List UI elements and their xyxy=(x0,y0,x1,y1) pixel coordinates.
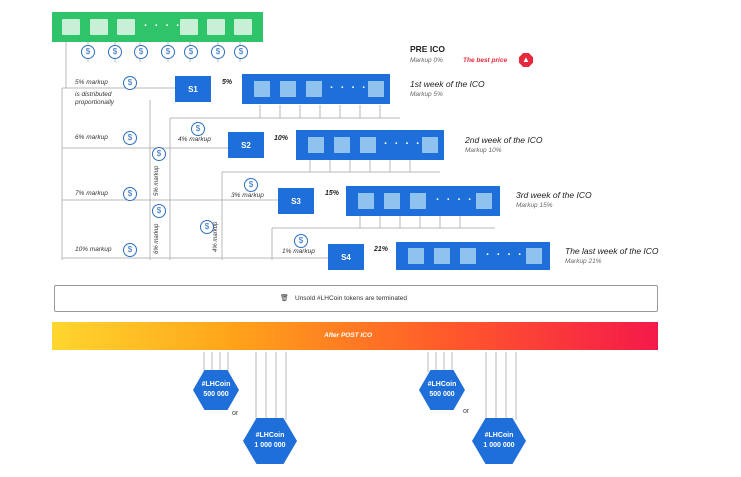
stage-side-markup: 4% markup xyxy=(178,136,211,143)
dollar-coin-icon: $ xyxy=(200,220,214,234)
dollar-coin-icon: $ xyxy=(294,234,308,248)
token-square xyxy=(90,19,108,35)
post-ico-label: After POST ICO xyxy=(324,332,373,339)
stage-token-row: · · · · xyxy=(346,186,500,216)
token-square xyxy=(207,19,225,35)
stage-token-row: · · · · xyxy=(396,242,550,270)
stage-pct: 15% xyxy=(325,190,340,197)
dollar-coin-icon: $ xyxy=(81,45,95,59)
token-square xyxy=(117,19,135,35)
dollar-coin-icon: $ xyxy=(184,45,198,59)
stage-box-s1: S1 xyxy=(175,76,211,102)
dollar-coin-icon: $ xyxy=(108,45,122,59)
or-label: or xyxy=(463,408,470,415)
or-label: or xyxy=(232,410,239,417)
token-square xyxy=(62,19,80,35)
stage-title: 1st week of the ICO xyxy=(410,79,485,89)
vertical-markup-label: 5% markup xyxy=(154,165,160,196)
dollar-coin-icon: $ xyxy=(191,122,205,136)
stage-markup: Markup 21% xyxy=(565,258,602,265)
pre-ico-markup: Markup 0% xyxy=(410,57,443,64)
stage-pct: 10% xyxy=(274,135,289,142)
dollar-coin-icon: $ xyxy=(123,243,137,257)
stage-side-markup: 3% markup xyxy=(231,192,264,199)
post-ico-bar: After POST ICO xyxy=(52,322,658,350)
pre-ico-title: PRE ICO xyxy=(410,44,445,54)
terminated-text: Unsold #LHCoin tokens are terminated xyxy=(295,295,408,302)
pre-ico-token-bar: · · · · xyxy=(52,12,263,42)
ellipsis: · · · · xyxy=(144,20,182,32)
terminated-box: 🗑 Unsold #LHCoin tokens are terminated xyxy=(54,285,658,312)
left-markup-label: 10% markup xyxy=(75,246,112,253)
left-markup-label: 7% markup xyxy=(75,190,108,197)
dollar-coin-icon: $ xyxy=(123,131,137,145)
stage-box-s3: S3 xyxy=(278,188,314,214)
stage-side-markup: 1% markup xyxy=(282,248,315,255)
dollar-coin-icon: $ xyxy=(211,45,225,59)
vertical-markup-label: 4% markup xyxy=(213,221,219,252)
stage-markup: Markup 5% xyxy=(410,91,443,98)
dollar-coin-icon: $ xyxy=(123,187,137,201)
best-price-label: The best price xyxy=(463,57,508,64)
dollar-coin-icon: $ xyxy=(152,147,166,161)
thumbs-up-icon: ▲ xyxy=(519,53,533,67)
distributed-note: is distributed proportionally xyxy=(75,91,115,106)
stage-markup: Markup 10% xyxy=(465,147,502,154)
vertical-markup-label: 6% markup xyxy=(154,223,160,254)
stage-title: 2nd week of the ICO xyxy=(465,135,543,145)
dollar-coin-icon: $ xyxy=(134,45,148,59)
left-markup-label: 5% markup xyxy=(75,79,108,86)
dollar-coin-icon: $ xyxy=(161,45,175,59)
stage-title: 3rd week of the ICO xyxy=(516,190,592,200)
stage-pct: 5% xyxy=(222,79,233,86)
token-square xyxy=(180,19,198,35)
token-square xyxy=(234,19,252,35)
stage-markup: Markup 15% xyxy=(516,202,553,209)
stage-title: The last week of the ICO xyxy=(565,246,659,256)
dollar-coin-icon: $ xyxy=(244,178,258,192)
dollar-coin-icon: $ xyxy=(234,45,248,59)
dollar-coin-icon: $ xyxy=(123,76,137,90)
stage-token-row: · · · · xyxy=(296,130,444,160)
trash-icon: 🗑 xyxy=(280,295,289,302)
stage-pct: 21% xyxy=(374,246,389,253)
stage-box-s2: S2 xyxy=(228,132,264,158)
left-markup-label: 6% markup xyxy=(75,134,108,141)
stage-box-s4: S4 xyxy=(328,244,364,270)
stage-token-row: · · · · xyxy=(242,74,390,104)
dollar-coin-icon: $ xyxy=(152,204,166,218)
